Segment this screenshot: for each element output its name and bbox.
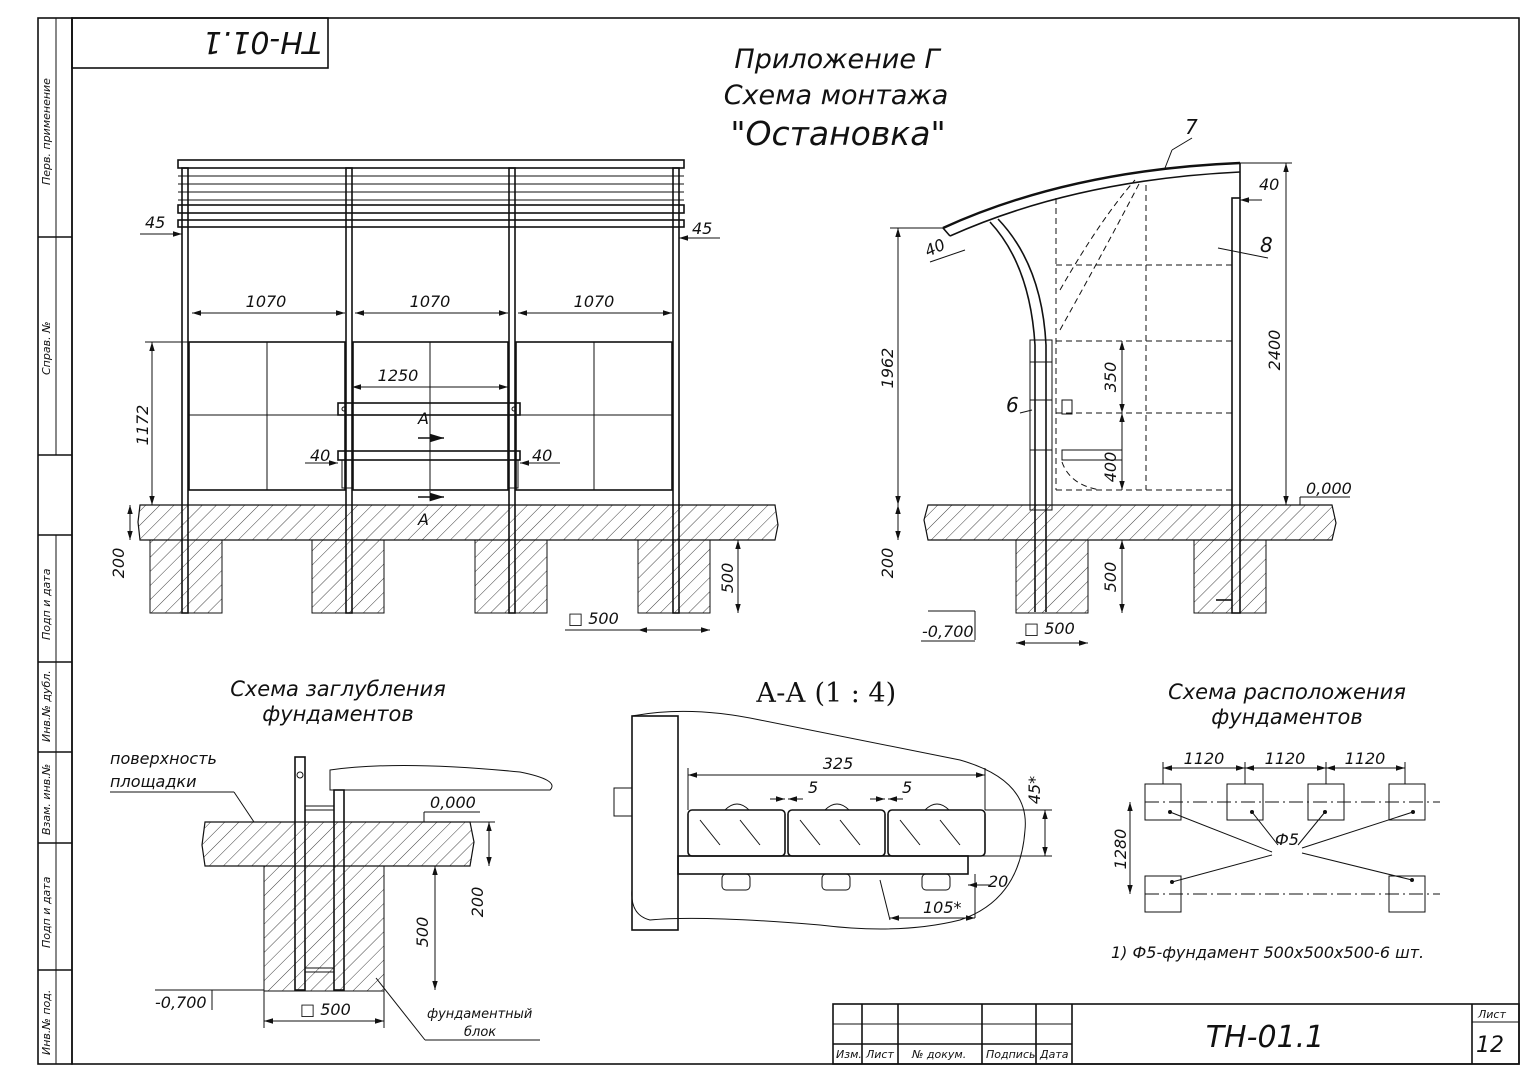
side-view-labels: 7 8 6 40 40 1962 2400 350 400 0,000 200 …: [878, 115, 1352, 641]
ds-surface2: площадки: [110, 772, 196, 791]
saa-dim-325: 325: [823, 754, 854, 773]
tb-list: Лист: [865, 1048, 894, 1061]
stamp-podp1: Подп и дата: [40, 568, 53, 640]
ls-title1: Схема расположения: [1168, 680, 1406, 704]
fv-dim-1070-c: 1070: [574, 292, 615, 311]
sv-label-6: 6: [1006, 393, 1019, 417]
fv-dim-1250: 1250: [378, 366, 419, 385]
front-view: [127, 159, 779, 633]
ls-dim-1120-a: 1120: [1184, 749, 1225, 768]
tb-doc: № докум.: [911, 1048, 966, 1061]
sv-dim-40-top: 40: [1259, 175, 1279, 194]
tb-code: ТН-01.1: [1206, 1020, 1325, 1055]
stamp-dubl: Инв.№ дубл.: [40, 670, 53, 742]
tb-sheet-no: 12: [1476, 1033, 1504, 1058]
fv-dim-500: 500: [718, 563, 737, 594]
sv-label-8: 8: [1260, 233, 1273, 257]
ls-dim-1120-c: 1120: [1345, 749, 1386, 768]
fv-dim-45-right: 45: [692, 219, 712, 238]
sv-label-7: 7: [1185, 115, 1198, 139]
ds-title2: фундаментов: [262, 702, 413, 726]
stamp-vzam: Взам. инв.№: [40, 764, 53, 835]
fv-dim-40-left: 40: [310, 446, 330, 465]
layout-scheme-labels: Схема расположения фундаментов 1120 1120…: [1111, 680, 1424, 962]
ls-phi5: Ф5: [1275, 830, 1299, 849]
ds-dim-200: 200: [468, 887, 487, 918]
section-aa-labels: А-А (1 : 4) 325 5 5 45* 20 105*: [756, 678, 1044, 917]
side-stamp: Перв. применение Справ. № Подп и дата Ин…: [40, 78, 53, 1055]
mirrored-code: ТН-01.1: [203, 24, 322, 59]
drawing-title: Приложение Г Схема монтажа "Остановка": [724, 44, 949, 153]
ds-block2: блок: [464, 1025, 496, 1040]
stamp-sprav: Справ. №: [40, 321, 53, 375]
saa-dim-5b: 5: [902, 778, 912, 797]
title-block: [832, 1003, 1520, 1065]
fv-dim-1070-b: 1070: [410, 292, 451, 311]
fv-dim-1070-a: 1070: [246, 292, 287, 311]
depth-scheme-labels: Схема заглубления фундаментов поверхност…: [110, 677, 532, 1040]
tb-sheet-label: Лист: [1477, 1008, 1506, 1021]
sv-level-minus: -0,700: [922, 622, 974, 641]
layout-scheme: [1127, 762, 1440, 913]
fv-dim-45-left: 45: [145, 213, 165, 232]
sv-dim-350: 350: [1101, 362, 1120, 393]
sv-dim-sq500: □ 500: [1024, 619, 1075, 638]
section-aa: [613, 710, 1052, 931]
saa-title: А-А (1 : 4): [756, 678, 896, 709]
fv-dim-1172: 1172: [133, 405, 152, 446]
saa-dim-45: 45*: [1025, 776, 1044, 804]
fv-section-a-bottom: А: [417, 510, 429, 529]
ls-title2: фундаментов: [1211, 705, 1362, 729]
fv-dim-sq500: □ 500: [568, 609, 619, 628]
ls-dim-1120-b: 1120: [1265, 749, 1306, 768]
saa-dim-105: 105*: [923, 898, 962, 917]
fv-section-a-top: А: [417, 409, 429, 428]
sv-dim-400: 400: [1101, 452, 1120, 483]
ds-block1: фундаментный: [427, 1007, 532, 1022]
sv-dim-200: 200: [878, 548, 897, 579]
front-view-labels: 45 45 1070 1070 1070 1172 1250 40 40 А А…: [109, 213, 737, 628]
side-view: [890, 137, 1350, 646]
stamp-perv: Перв. применение: [40, 78, 53, 185]
ds-surface1: поверхность: [110, 749, 217, 768]
ls-note: 1) Ф5-фундамент 500х500х500-6 шт.: [1111, 943, 1424, 962]
ls-dim-1280: 1280: [1111, 829, 1130, 870]
title-block-labels: Изм. Лист № докум. Подпись Дата ТН-01.1 …: [836, 1008, 1506, 1061]
sheet-frame: [37, 17, 1520, 1065]
ds-level-minus: -0,700: [155, 993, 207, 1012]
mirrored-code-box: ТН-01.1: [71, 17, 329, 69]
tb-data: Дата: [1039, 1048, 1069, 1061]
title-line3: "Остановка": [730, 114, 945, 153]
fv-dim-40-right: 40: [532, 446, 552, 465]
stamp-podp2: Подп и дата: [40, 876, 53, 948]
title-line1: Приложение Г: [734, 44, 941, 75]
sv-level-0: 0,000: [1306, 479, 1352, 498]
fv-dim-200: 200: [109, 548, 128, 579]
sv-dim-1962: 1962: [878, 348, 897, 389]
saa-dim-5a: 5: [808, 778, 818, 797]
ds-dim-sq500: □ 500: [300, 1000, 351, 1019]
sv-dim-500: 500: [1101, 562, 1120, 593]
title-line2: Схема монтажа: [724, 80, 949, 111]
stamp-inv: Инв.№ под.: [40, 990, 53, 1055]
tb-podpis: Подпись: [986, 1048, 1035, 1061]
sv-dim-2400: 2400: [1265, 330, 1284, 371]
ds-dim-500: 500: [413, 917, 432, 948]
tb-izm: Изм.: [836, 1048, 862, 1061]
saa-dim-20: 20: [988, 872, 1008, 891]
ds-title1: Схема заглубления: [230, 677, 446, 701]
ds-level-0: 0,000: [430, 793, 476, 812]
depth-scheme: [110, 756, 553, 1041]
